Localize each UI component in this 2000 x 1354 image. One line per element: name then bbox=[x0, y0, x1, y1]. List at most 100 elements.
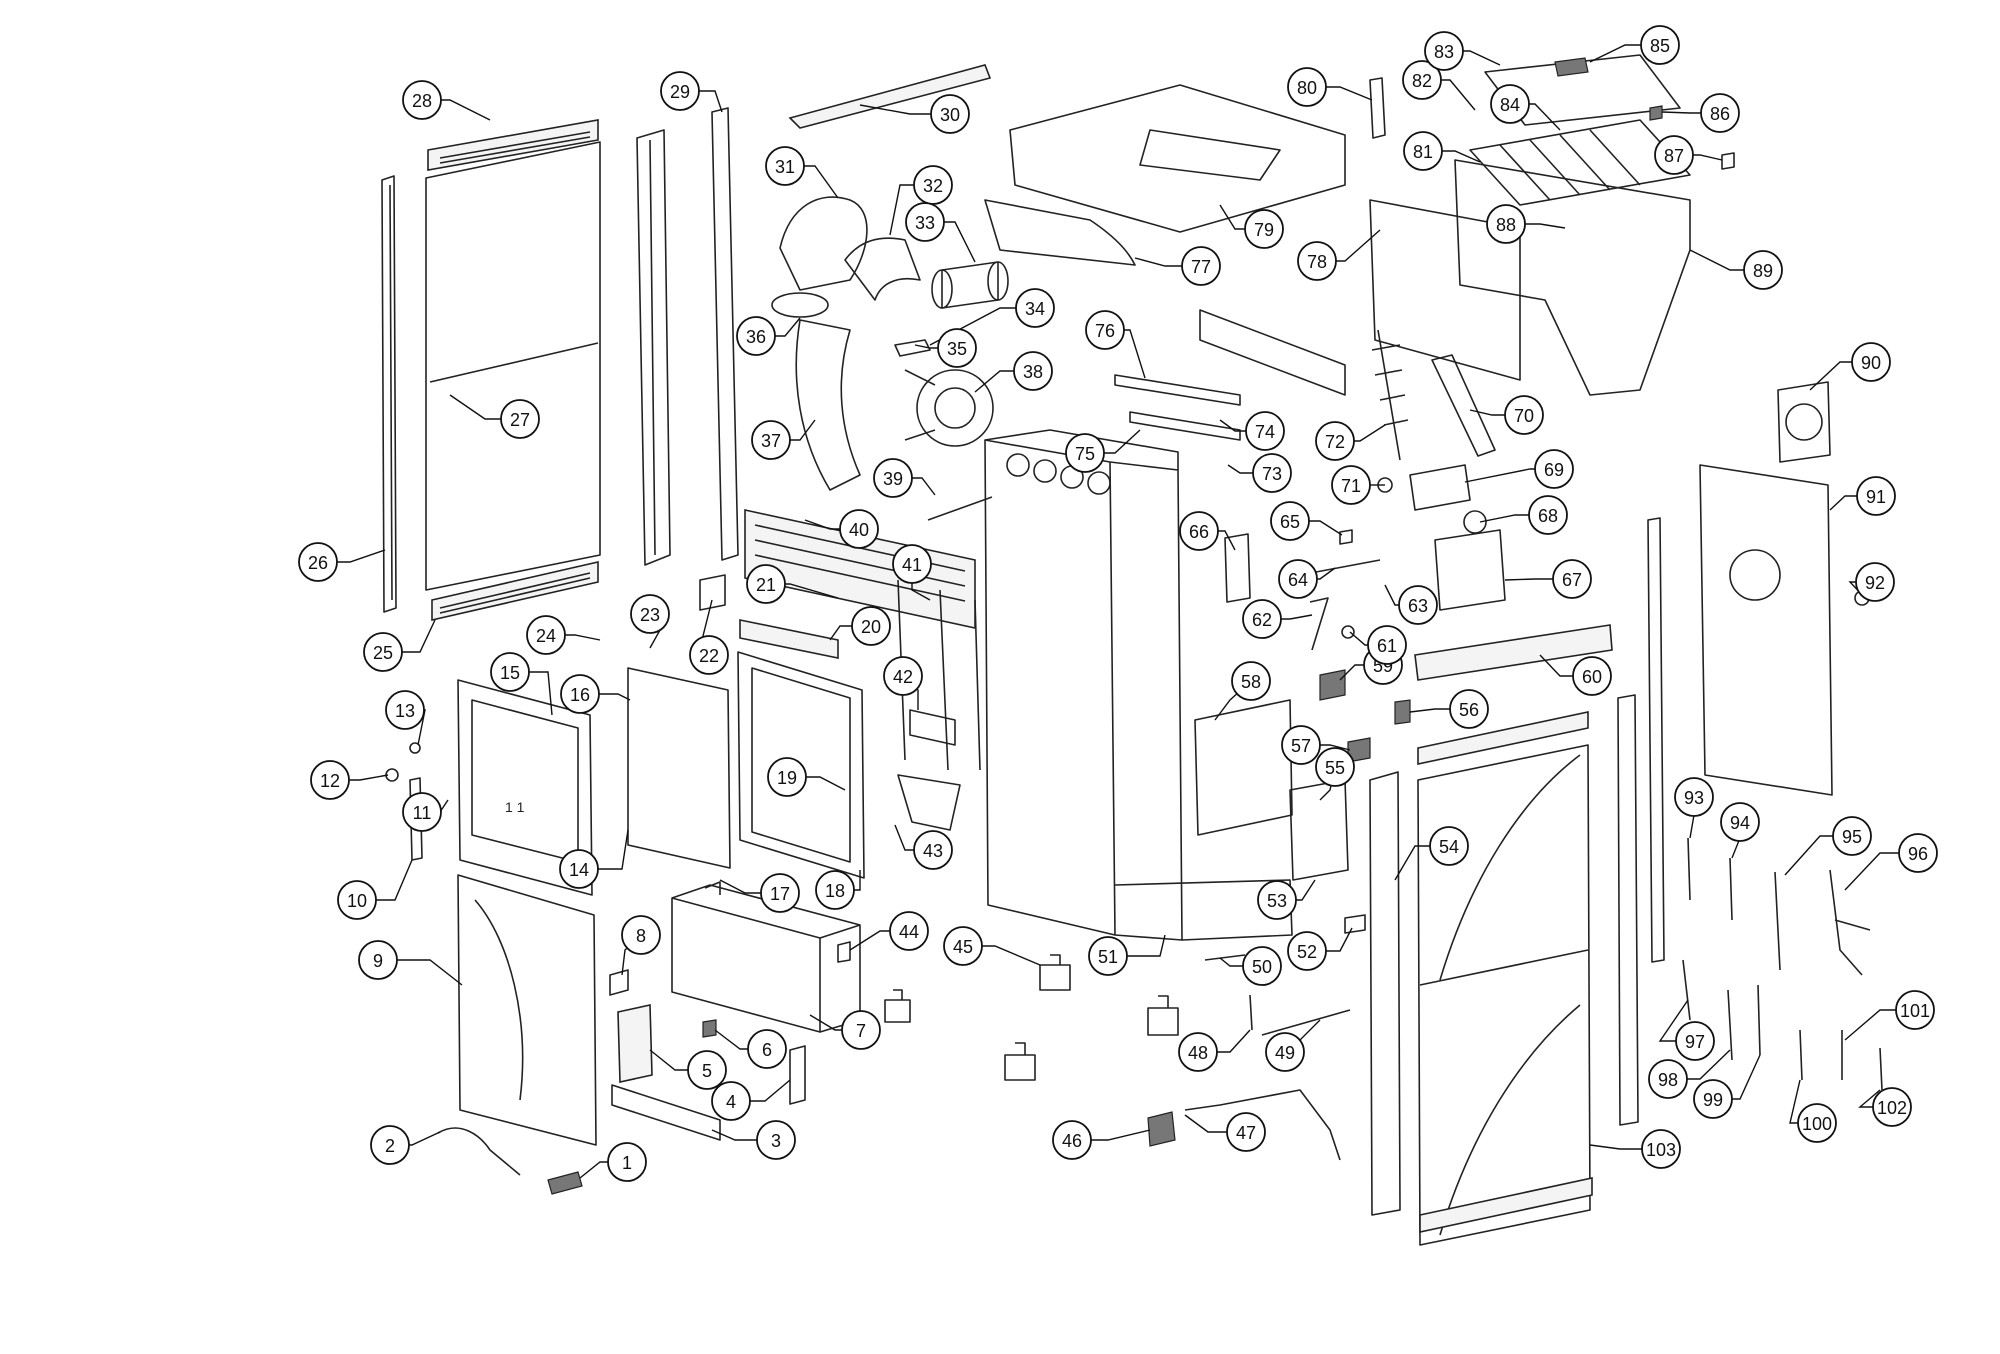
leader-line-46 bbox=[1091, 1129, 1151, 1141]
callout-circle-4 bbox=[711, 1081, 751, 1121]
callout-number-68: 68 bbox=[1538, 506, 1558, 526]
callout-97: 97 bbox=[1675, 1021, 1715, 1061]
callout-circle-87 bbox=[1654, 135, 1694, 175]
leader-line-45 bbox=[982, 945, 1041, 966]
part-94-cable bbox=[1729, 857, 1733, 921]
part-13-spring bbox=[409, 742, 421, 754]
callout-circle-8 bbox=[621, 915, 661, 955]
leader-line-22 bbox=[700, 599, 713, 643]
callout-number-27: 27 bbox=[510, 410, 530, 430]
part-69-plate bbox=[1409, 464, 1471, 511]
callout-circle-46 bbox=[1052, 1120, 1092, 1160]
callout-70: 70 bbox=[1504, 395, 1544, 435]
callout-number-45: 45 bbox=[953, 937, 973, 957]
callout-number-49: 49 bbox=[1275, 1043, 1295, 1063]
callout-circle-73 bbox=[1252, 453, 1292, 493]
leader-line-21 bbox=[785, 583, 839, 599]
callout-2: 2 bbox=[370, 1125, 410, 1165]
leader-line-14 bbox=[598, 829, 629, 870]
part-6-clip bbox=[702, 1019, 717, 1038]
callout-circle-52 bbox=[1287, 931, 1327, 971]
callout-number-42: 42 bbox=[893, 667, 913, 687]
callout-number-32: 32 bbox=[923, 176, 943, 196]
leader-line-36 bbox=[775, 317, 801, 337]
callout-number-81: 81 bbox=[1413, 142, 1433, 162]
callout-circle-22 bbox=[689, 635, 729, 675]
callout-98: 98 bbox=[1648, 1059, 1688, 1099]
callout-circle-91 bbox=[1856, 476, 1896, 516]
callout-69: 69 bbox=[1534, 449, 1574, 489]
leader-line-20 bbox=[829, 625, 852, 641]
leader-line-75 bbox=[1104, 429, 1141, 454]
callout-circle-70 bbox=[1504, 395, 1544, 435]
callout-number-48: 48 bbox=[1188, 1043, 1208, 1063]
callout-number-25: 25 bbox=[373, 643, 393, 663]
callout-circle-64 bbox=[1278, 559, 1318, 599]
callout-circle-23 bbox=[630, 594, 670, 634]
part-43-burn-pot bbox=[897, 774, 961, 831]
part-45-foot bbox=[1039, 954, 1071, 991]
callout-number-11: 11 bbox=[413, 803, 432, 823]
part-79-top-cover bbox=[1009, 84, 1346, 233]
callout-number-56: 56 bbox=[1459, 700, 1479, 720]
callout-circle-96 bbox=[1898, 833, 1938, 873]
foot bbox=[884, 989, 911, 1023]
leader-line-2 bbox=[409, 1131, 441, 1146]
callout-circle-67 bbox=[1552, 559, 1592, 599]
part-70-channel bbox=[1431, 354, 1496, 457]
part-2-cable bbox=[437, 1127, 521, 1176]
leader-line-39 bbox=[912, 477, 936, 496]
right-vertical-trim bbox=[1617, 694, 1639, 1126]
callout-number-17: 17 bbox=[770, 884, 790, 904]
callout-84: 84 bbox=[1490, 84, 1530, 124]
part-36-collar bbox=[771, 292, 829, 318]
callout-45: 45 bbox=[943, 926, 983, 966]
callout-81: 81 bbox=[1403, 131, 1443, 171]
callout-96: 96 bbox=[1898, 833, 1938, 873]
callout-number-28: 28 bbox=[412, 91, 432, 111]
part-40-front-grille bbox=[744, 509, 976, 629]
part-10-bracket bbox=[409, 777, 423, 861]
callout-12: 12 bbox=[310, 760, 350, 800]
callout-circle-79 bbox=[1244, 209, 1284, 249]
callout-76: 76 bbox=[1085, 310, 1125, 350]
callout-number-65: 65 bbox=[1280, 512, 1300, 532]
callout-circle-65 bbox=[1270, 501, 1310, 541]
callout-number-44: 44 bbox=[899, 922, 919, 942]
callout-circle-13 bbox=[385, 690, 425, 730]
part-78-hopper-back bbox=[1369, 199, 1521, 381]
leader-line-56 bbox=[1409, 708, 1450, 713]
callout-number-1: 1 bbox=[622, 1153, 632, 1173]
part-91-rear-panel bbox=[1699, 464, 1833, 796]
callout-circle-24 bbox=[526, 615, 566, 655]
callout-circle-20 bbox=[851, 606, 891, 646]
part-66-plate bbox=[1224, 533, 1251, 603]
leader-line-25 bbox=[402, 619, 436, 653]
leader-line-98 bbox=[1687, 1049, 1731, 1080]
callout-circle-47 bbox=[1226, 1112, 1266, 1152]
callout-41: 41 bbox=[892, 544, 932, 584]
callout-circle-56 bbox=[1449, 689, 1489, 729]
part-19-door-frame bbox=[737, 651, 865, 879]
part-1-remote bbox=[547, 1171, 583, 1195]
leader-line-18 bbox=[854, 870, 861, 891]
leader-line-97 bbox=[1658, 999, 1689, 1042]
callout-23: 23 bbox=[630, 594, 670, 634]
leader-line-12 bbox=[349, 774, 389, 781]
callout-27: 27 bbox=[500, 399, 540, 439]
callout-circle-88 bbox=[1486, 204, 1526, 244]
leader-line-72 bbox=[1354, 424, 1386, 442]
part-61-nut bbox=[1341, 625, 1355, 639]
leader-line-90 bbox=[1809, 361, 1852, 391]
leader-line-99 bbox=[1732, 1054, 1761, 1100]
leader-line-62 bbox=[1281, 614, 1313, 620]
part-75-strip bbox=[1129, 411, 1241, 441]
leader-line-66 bbox=[1218, 530, 1236, 551]
part-96-harness bbox=[1829, 869, 1871, 976]
callout-20: 20 bbox=[851, 606, 891, 646]
callout-number-37: 37 bbox=[761, 431, 781, 451]
leader-line-68 bbox=[1479, 514, 1529, 523]
callout-circle-36 bbox=[736, 316, 776, 356]
callout-number-78: 78 bbox=[1307, 252, 1327, 272]
callout-87: 87 bbox=[1654, 135, 1694, 175]
